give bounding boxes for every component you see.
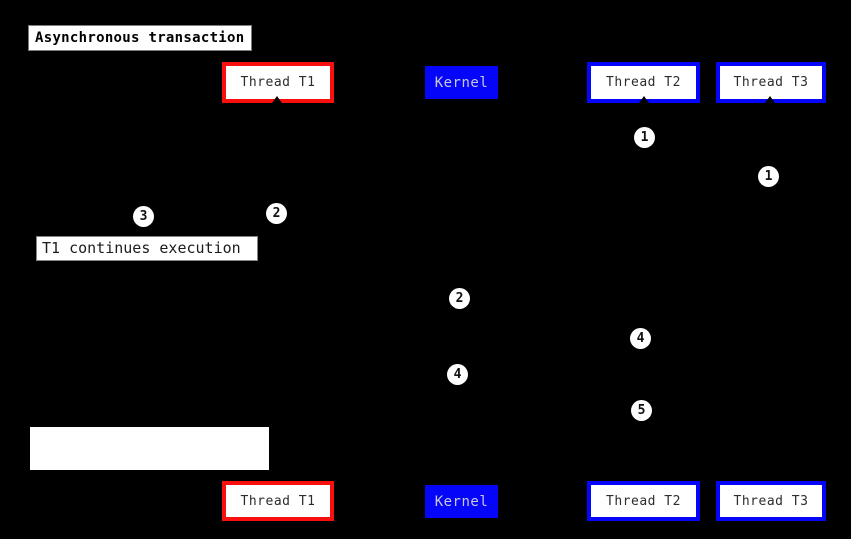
step-marker-2b: 2 xyxy=(449,288,470,309)
arrowhead-notch xyxy=(639,96,649,103)
note-blank xyxy=(30,427,269,470)
arrowhead-notch xyxy=(765,96,775,103)
arrowhead-notch xyxy=(272,96,282,103)
participant-thread-t3-bottom: Thread T3 xyxy=(716,481,826,521)
step-marker-4b: 4 xyxy=(447,364,468,385)
participant-kernel-top: Kernel xyxy=(425,66,498,99)
diagram-title: Asynchronous transaction xyxy=(28,25,252,51)
step-marker-1: 1 xyxy=(634,127,655,148)
step-marker-1b: 1 xyxy=(758,166,779,187)
participant-kernel-bottom: Kernel xyxy=(425,485,498,518)
note-t1-continues: T1 continues execution xyxy=(36,236,258,261)
step-marker-4: 4 xyxy=(630,328,651,349)
step-marker-3: 3 xyxy=(133,206,154,227)
step-marker-2: 2 xyxy=(266,203,287,224)
participant-thread-t1-bottom: Thread T1 xyxy=(222,481,334,521)
participant-thread-t2-bottom: Thread T2 xyxy=(587,481,700,521)
step-marker-5: 5 xyxy=(631,400,652,421)
